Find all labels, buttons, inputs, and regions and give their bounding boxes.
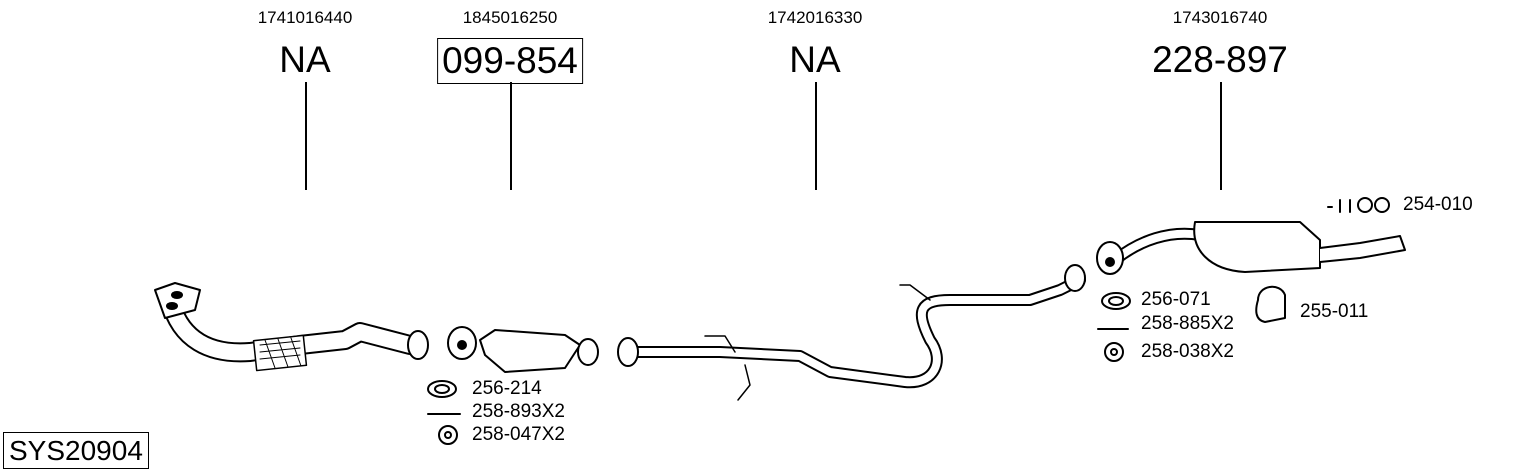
accessory-label[interactable]: 255-011 bbox=[1300, 301, 1369, 322]
leader-line bbox=[305, 82, 307, 190]
mount-kit-icon bbox=[1357, 197, 1373, 213]
accessory-label[interactable]: 258-893X2 bbox=[472, 401, 565, 422]
oe-number: 1743016740 bbox=[1172, 8, 1268, 27]
middle-pipe bbox=[617, 264, 1086, 401]
oe-number: 1845016250 bbox=[462, 8, 558, 27]
part-number[interactable]: 099-854 bbox=[437, 38, 583, 84]
oe-number: 1741016440 bbox=[257, 8, 353, 27]
accessory-label[interactable]: 256-071 bbox=[1141, 289, 1211, 310]
accessory-label[interactable]: 254-010 bbox=[1403, 194, 1473, 215]
part-number[interactable]: 228-897 bbox=[1152, 39, 1288, 80]
accessory-label[interactable]: 258-885X2 bbox=[1141, 313, 1234, 334]
accessory-label[interactable]: 256-214 bbox=[472, 378, 542, 399]
leader-line bbox=[1220, 82, 1222, 190]
leader-line bbox=[510, 82, 512, 190]
catalytic-converter bbox=[447, 326, 599, 373]
accessory-label[interactable]: 258-047X2 bbox=[472, 424, 565, 445]
front-pipe bbox=[154, 282, 429, 372]
leader-line bbox=[815, 82, 817, 190]
hanger-icon bbox=[1255, 285, 1286, 323]
rear-silencer bbox=[1096, 221, 1406, 275]
accessory-label[interactable]: 258-038X2 bbox=[1141, 341, 1234, 362]
part-number[interactable]: NA bbox=[789, 39, 841, 80]
oe-number: 1742016330 bbox=[767, 8, 863, 27]
part-number[interactable]: NA bbox=[279, 39, 331, 80]
system-id: SYS20904 bbox=[3, 432, 149, 469]
